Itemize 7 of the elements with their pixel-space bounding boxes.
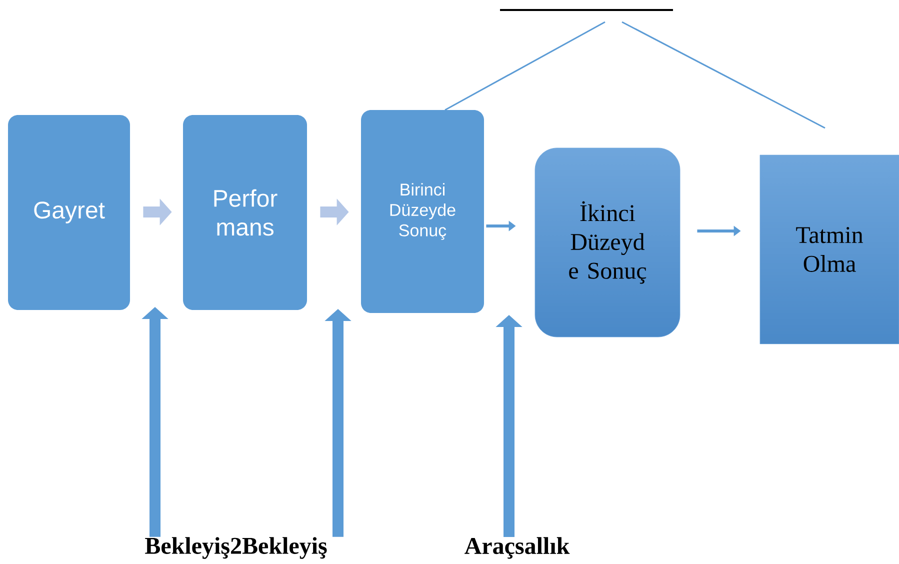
process-box: Perfor mans xyxy=(183,115,307,310)
process-box: Gayret xyxy=(8,115,130,310)
process-box: Birinci Düzeyde Sonuç xyxy=(361,110,484,313)
process-box: Tatmin Olma xyxy=(760,154,899,344)
process-box: İkinci Düzeyd e Sonuç xyxy=(534,148,680,338)
label-text: Bekleyiş2Bekleyiş xyxy=(145,537,327,559)
label-text: Araçsallık xyxy=(464,537,570,559)
